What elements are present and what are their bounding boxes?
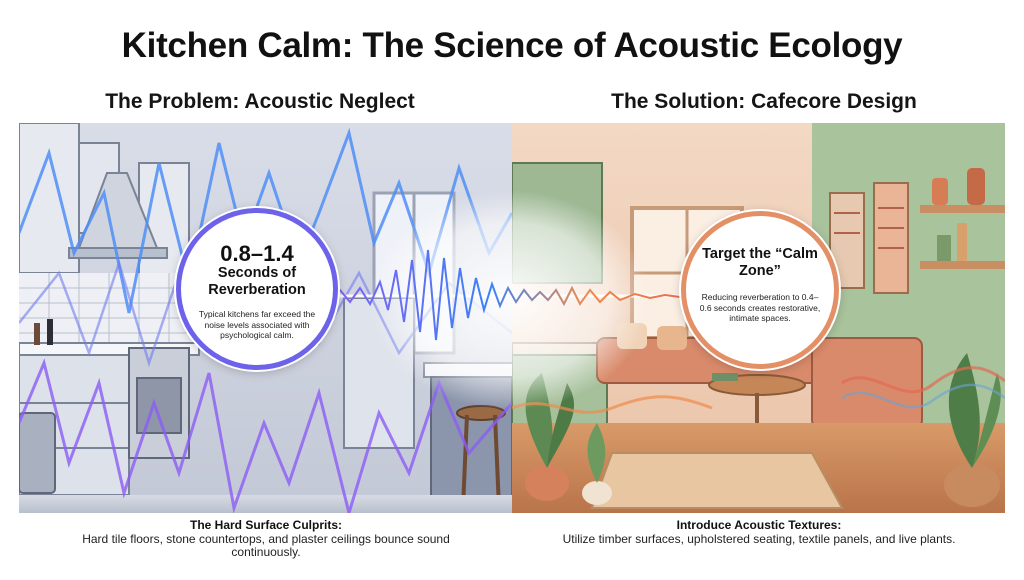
acoustic-textures-caption-text: Utilize timber surfaces, upholstered sea… (562, 531, 956, 546)
calm-zone-note: Reducing reverberation to 0.4–0.6 second… (699, 292, 821, 323)
sound-wave-graphic (319, 190, 701, 410)
hard-surface-caption: The Hard Surface Culprits: Hard tile flo… (66, 518, 466, 560)
problem-heading: The Problem: Acoustic Neglect (105, 90, 415, 113)
reverberation-stat-bubble: 0.8–1.4 Seconds of Reverberation Typical… (176, 208, 338, 370)
acoustic-textures-caption-title: Introduce Acoustic Textures: (676, 518, 842, 532)
hard-surface-caption-text: Hard tile floors, stone countertops, and… (82, 531, 450, 559)
reverberation-value: 0.8–1.4 (220, 241, 294, 266)
reverberation-label: Seconds of Reverberation (208, 265, 306, 298)
hard-surface-caption-title: The Hard Surface Culprits: (189, 518, 343, 532)
acoustic-textures-caption: Introduce Acoustic Textures: Utilize tim… (559, 518, 959, 546)
reverberation-note: Typical kitchens far exceed the noise le… (198, 309, 316, 340)
calm-zone-label: Target the “Calm Zone” (702, 246, 818, 279)
calm-zone-bubble: Target the “Calm Zone” Reducing reverber… (681, 211, 839, 369)
page-title: Kitchen Calm: The Science of Acoustic Ec… (121, 26, 903, 65)
solution-heading: The Solution: Cafecore Design (611, 90, 917, 113)
